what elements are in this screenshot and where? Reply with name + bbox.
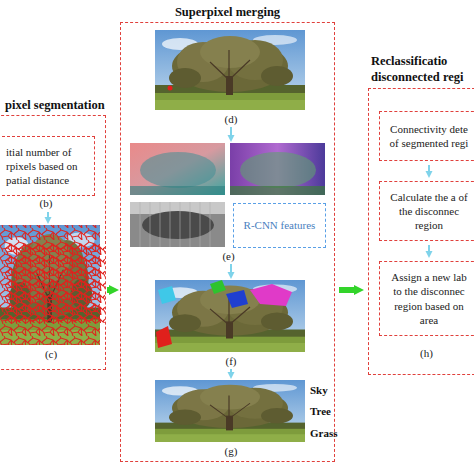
merging-photo	[155, 280, 305, 352]
class-label: Sky	[310, 384, 328, 396]
class-label: Tree	[310, 405, 331, 417]
input-photo	[155, 30, 305, 110]
feature-maps	[130, 143, 325, 247]
class-label: Grass	[310, 427, 338, 439]
process-box: Calculate the a of the disconnec region	[379, 181, 474, 241]
stage-panel: Reclassificatio disconnected regiConnect…	[368, 88, 474, 375]
box-text: R-CNN features	[240, 218, 319, 232]
image-frame: (f)	[156, 281, 306, 353]
flow-arrow	[230, 369, 232, 372]
stage-title: pixel segmentation	[5, 97, 115, 113]
process-box: itial number of rpixels based on patial …	[0, 136, 95, 196]
step-caption: (g)	[156, 445, 306, 457]
stage-panel: pixel segmentationitial number of rpixel…	[0, 115, 106, 370]
labelled-photo	[155, 380, 305, 442]
stage-title: Superpixel merging	[121, 4, 334, 20]
superpixel-image	[0, 225, 105, 345]
image-frame: (c)	[1, 226, 101, 346]
stage-title: Reclassificatio disconnected regi	[371, 53, 474, 86]
step-caption: (d)	[156, 113, 306, 125]
flow-arrow	[428, 165, 430, 171]
stage-arrow	[339, 287, 354, 293]
image-frame: (d)	[156, 31, 306, 111]
stage-panel: Superpixel merging(d)(e)R-CNN features(f…	[120, 22, 335, 462]
flow-arrow	[428, 245, 430, 251]
step-caption: (f)	[156, 355, 306, 367]
feature-group: (e)R-CNN features	[131, 144, 326, 248]
step-caption: (b)	[0, 197, 94, 209]
feature-box: R-CNN features	[233, 203, 326, 248]
process-box: Assign a new lab to the disconnec region…	[379, 261, 474, 336]
box-text: Assign a new lab to the disconnec region…	[386, 270, 472, 327]
process-box: Connectivity dete of segmented regi	[379, 111, 474, 161]
flow-arrow	[230, 264, 232, 272]
box-text: Connectivity dete of segmented regi	[386, 122, 472, 151]
step-caption: (h)	[420, 347, 433, 359]
step-caption: (c)	[1, 348, 101, 360]
stage-arrow	[107, 287, 109, 293]
flow-arrow	[230, 127, 232, 135]
image-frame: (g)	[156, 381, 306, 443]
box-text: Calculate the a of the disconnec region	[386, 190, 472, 233]
flow-arrow	[47, 212, 49, 217]
step-caption: (e)	[131, 250, 326, 262]
box-text: itial number of rpixels based on patial …	[6, 145, 88, 188]
